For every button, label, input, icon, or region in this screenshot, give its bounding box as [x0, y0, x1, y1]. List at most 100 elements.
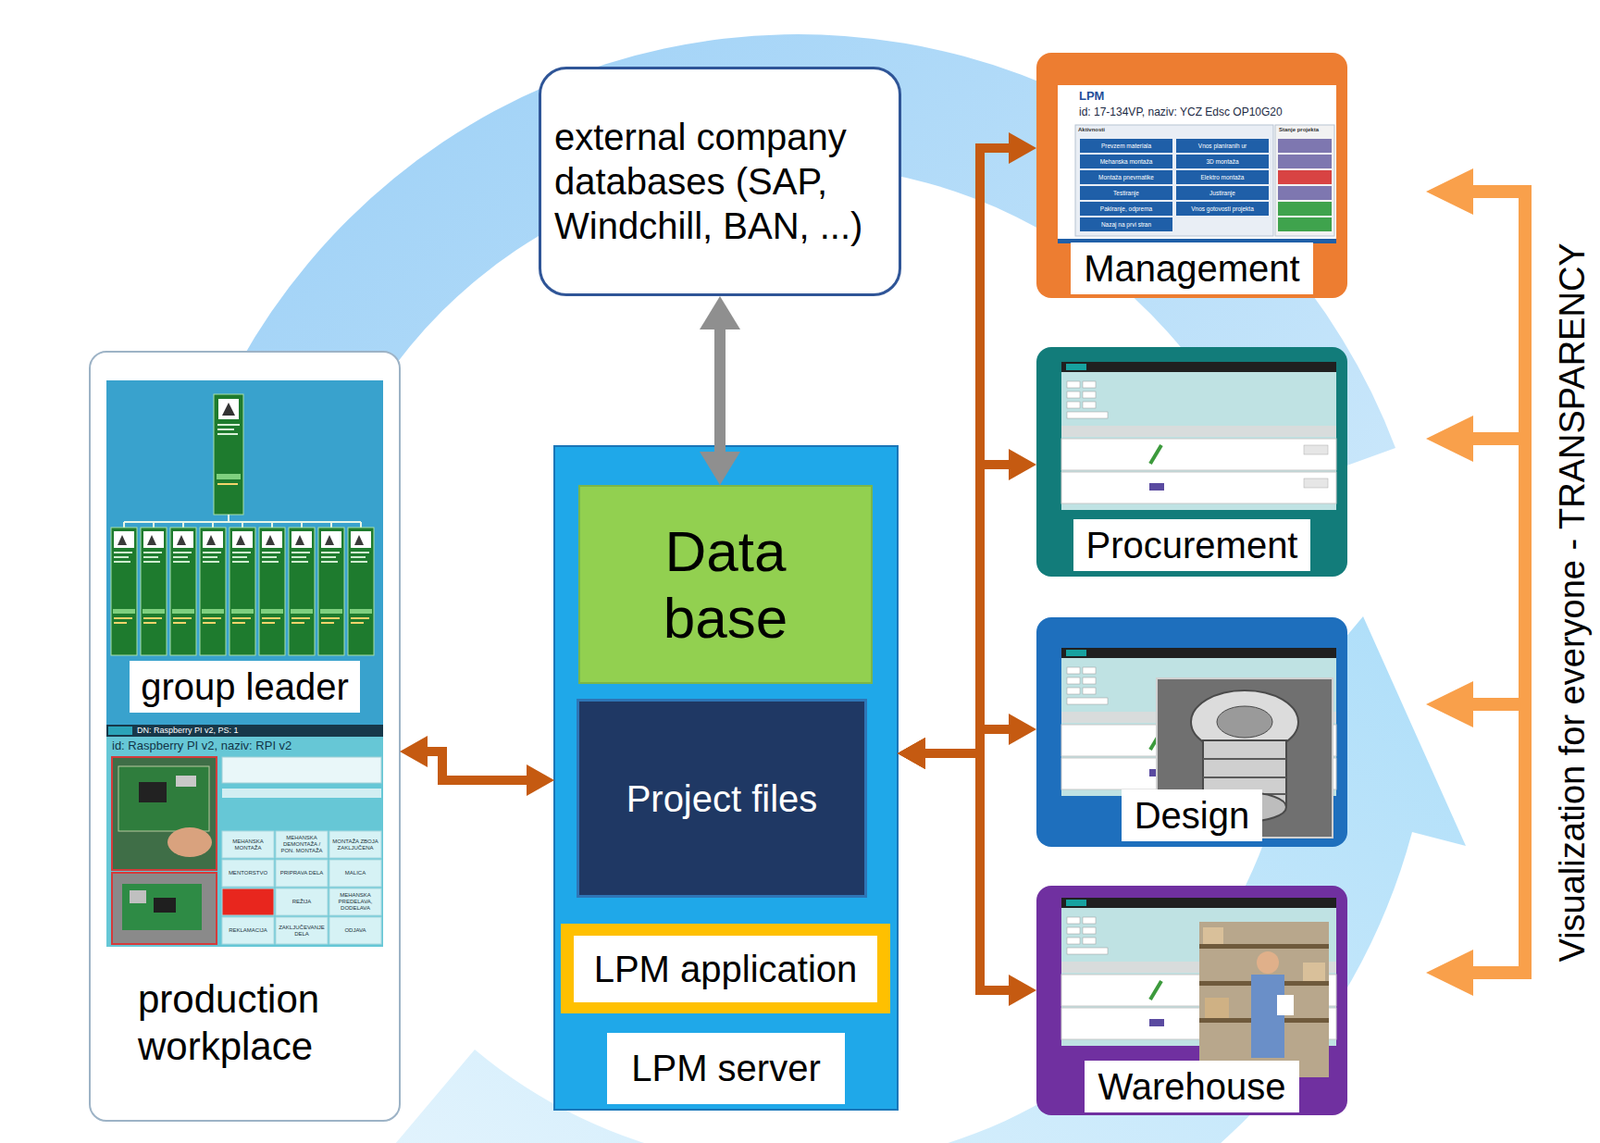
procurement-panel	[1061, 361, 1337, 510]
warehouse-panel	[1203, 927, 1224, 944]
production-screen	[175, 775, 197, 787]
menu-button-text: Pakiranje, odprema	[1079, 205, 1173, 212]
warehouse-panel	[1256, 951, 1279, 974]
management-panel	[1036, 52, 1348, 298]
menu-button-text: Vnos planiranih ur	[1176, 142, 1269, 149]
database-block: Data base	[578, 484, 873, 684]
management-panel	[1079, 201, 1173, 216]
production-screen	[275, 831, 328, 858]
production-screen	[118, 766, 210, 832]
transparency-bracket	[1426, 168, 1474, 215]
group-leader-screen	[318, 527, 345, 656]
management-panel	[1176, 138, 1269, 153]
production-screen	[222, 917, 274, 944]
node-label: Design	[1121, 789, 1264, 842]
warehouse-panel	[1204, 997, 1229, 1018]
menu-button-text: Nazaj na prvi stran	[1079, 221, 1173, 228]
warehouse-panel	[1302, 962, 1326, 981]
department-panel: Procurement	[1036, 347, 1348, 577]
management-panel	[1176, 170, 1269, 185]
group-leader-screen	[106, 380, 384, 725]
group-leader-screen	[217, 483, 238, 485]
management-panel	[1277, 217, 1332, 232]
node-label: Project files	[626, 776, 819, 821]
table-cell-text: ODJAVA	[329, 927, 382, 934]
production-screen	[153, 897, 176, 913]
screen-logo: LPM	[1079, 89, 1104, 104]
production-screen	[138, 781, 167, 803]
screen-header-text: DN: Raspberry PI v2, PS: 1	[136, 725, 239, 735]
screen-panel: group leader	[106, 380, 384, 725]
node-label: Warehouse	[1084, 1060, 1299, 1113]
management-panel	[1079, 217, 1173, 232]
connector-arrow	[714, 329, 726, 452]
menu-button-text: 3D montaža	[1176, 158, 1269, 165]
production-screen	[108, 726, 133, 735]
management-panel	[1036, 52, 1348, 298]
production-screen	[167, 827, 212, 857]
menu-button-text: Elektro montaža	[1176, 173, 1269, 181]
connector-arrow	[925, 753, 1009, 991]
management-panel	[1079, 170, 1173, 185]
left-panel	[89, 351, 400, 1121]
group-leader-screen	[259, 527, 286, 656]
transparency-bracket	[1426, 168, 1532, 996]
production-screen	[122, 883, 202, 931]
menu-button-text: Mehanska montaža	[1079, 158, 1173, 165]
warehouse-panel	[1199, 921, 1329, 1078]
group-leader-screen	[124, 514, 361, 528]
node-label: production workplace	[137, 976, 379, 1070]
node-label: Data base	[623, 518, 828, 651]
group-leader-screen	[111, 527, 137, 656]
files-block: Project files	[576, 698, 868, 898]
procurement-panel	[1036, 347, 1348, 577]
table-cell-text: REKLAMACIJA	[222, 927, 274, 934]
transparency-bracket	[1426, 415, 1474, 462]
management-panel	[1277, 186, 1332, 200]
department-panel: Warehouse	[1036, 885, 1348, 1116]
screen-title: id: Raspberry PI v2, naziv: RPI v2	[111, 739, 292, 754]
server-housing	[554, 446, 898, 1110]
node-label: LPM application	[573, 935, 879, 1003]
group-leader-screen	[217, 423, 240, 426]
left-panel	[89, 351, 400, 1121]
group-leader-screen	[106, 380, 384, 725]
table-cell-text: MALICA	[329, 869, 382, 877]
screen-title: id: 17-134VP, naziv: YCZ Edsc OP10G20	[1079, 106, 1283, 120]
production-screen	[275, 917, 328, 944]
connector-arrow	[427, 751, 527, 781]
table-cell-text: PRIPRAVA DELA	[275, 869, 328, 877]
procurement-panel	[1036, 347, 1348, 577]
menu-button-text: Testiranje	[1079, 189, 1173, 197]
server-box: LPM server Data baseProject filesLPM appl…	[554, 446, 898, 1110]
menu-button-text: Vnos gotovosti projekta	[1176, 205, 1269, 212]
design-panel	[1216, 706, 1273, 738]
application-bar: LPM application	[560, 923, 891, 1014]
node-label: external company databases (SAP, Windchi…	[554, 114, 886, 249]
warehouse-panel	[1251, 974, 1285, 1058]
warehouse-panel	[1277, 994, 1294, 1016]
database-box: external company databases (SAP, Windchi…	[538, 66, 902, 297]
production-screen	[329, 859, 382, 887]
production-screen	[129, 890, 147, 904]
warehouse-panel	[1199, 943, 1329, 949]
server-housing	[554, 446, 898, 1110]
group-leader-screen	[199, 527, 226, 656]
connector-arrow	[925, 148, 1009, 754]
production-screen	[111, 872, 217, 944]
warehouse-panel	[1036, 885, 1348, 1116]
node-label: LPM server	[607, 1032, 845, 1104]
management-panel	[1057, 85, 1337, 244]
group-leader-screen	[222, 402, 236, 416]
group-leader-screen	[347, 527, 374, 656]
department-panel: Design	[1036, 617, 1348, 847]
production-screen	[106, 724, 384, 947]
group-leader-screen	[218, 398, 239, 420]
table-cell-text: MEHANSKA PREDELAVA, DODELAVA	[329, 892, 382, 912]
management-panel	[1176, 186, 1269, 200]
management-panel	[1176, 154, 1269, 169]
production-screen	[329, 917, 382, 944]
management-panel	[1277, 138, 1332, 153]
group-leader-screen	[216, 473, 241, 480]
group-leader-screen	[217, 433, 238, 435]
